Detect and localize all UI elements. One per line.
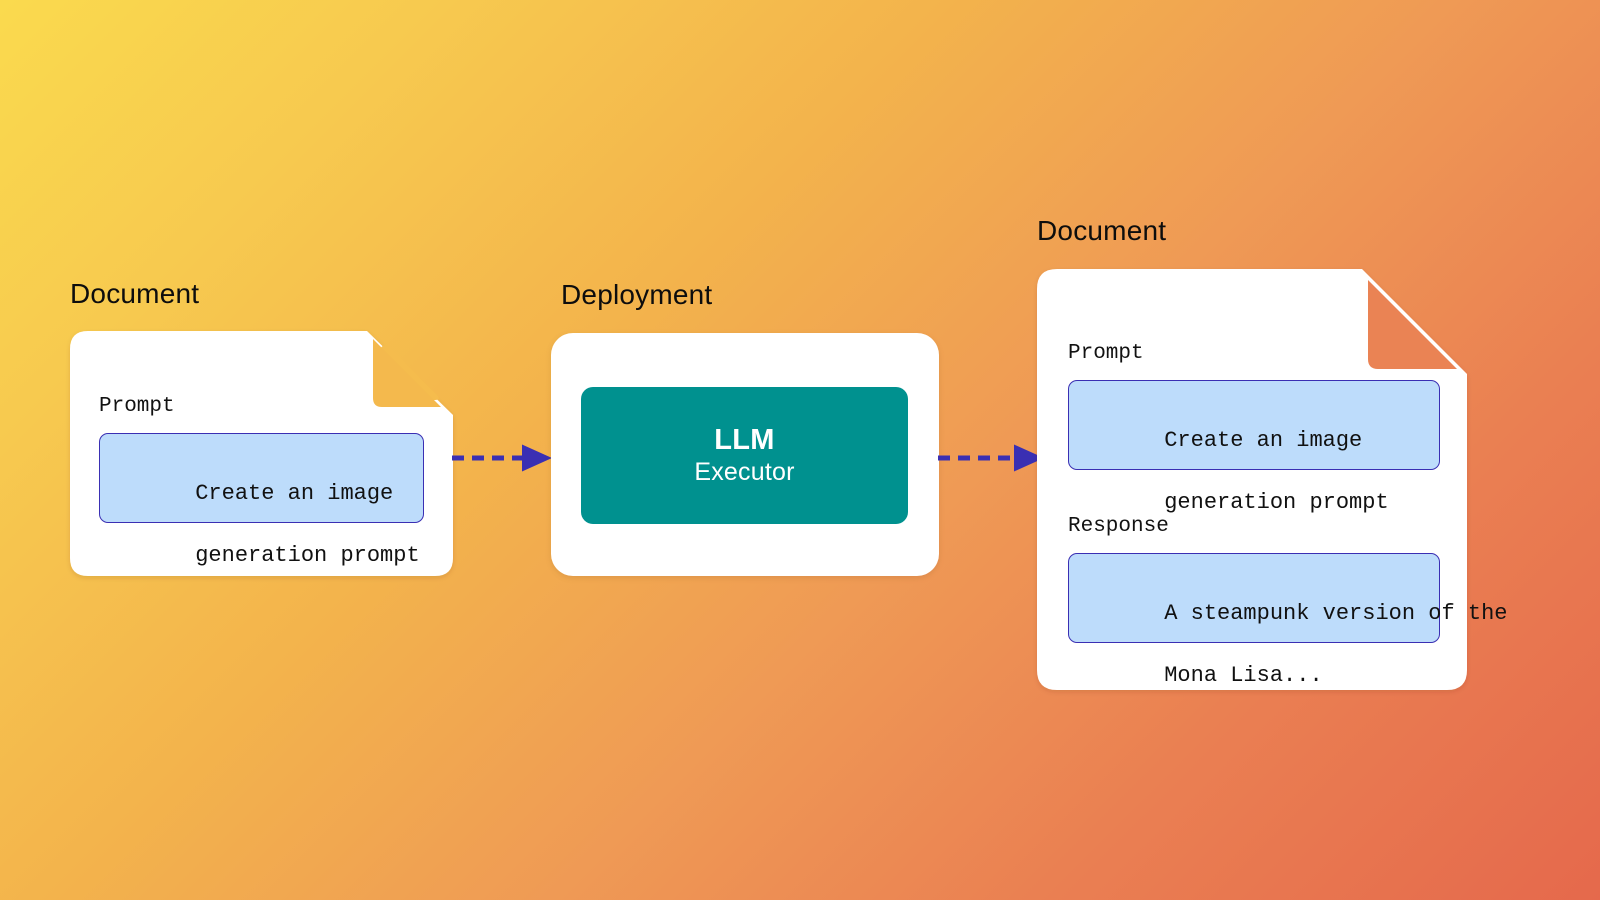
field-label-response-output: Response bbox=[1068, 515, 1169, 538]
group-label-input-document: Document bbox=[70, 278, 200, 309]
group-label-deployment: Deployment bbox=[561, 279, 713, 310]
chip-line: generation prompt bbox=[195, 543, 420, 568]
document-card-output[interactable]: Prompt Create an image generation prompt… bbox=[1037, 269, 1507, 690]
field-value-prompt-input[interactable]: Create an image generation prompt bbox=[99, 433, 424, 568]
document-card-input[interactable]: Prompt Create an image generation prompt bbox=[70, 331, 453, 576]
field-value-response-output[interactable]: A steampunk version of the Mona Lisa... bbox=[1068, 553, 1507, 688]
field-value-prompt-output[interactable]: Create an image generation prompt bbox=[1068, 380, 1440, 515]
group-label-output-document: Document bbox=[1037, 215, 1167, 246]
deployment-card[interactable]: LLM Executor bbox=[551, 333, 939, 576]
connector-input-to-deployment bbox=[452, 444, 552, 472]
node-subtitle: Executor bbox=[694, 458, 795, 486]
node-llm-executor[interactable]: LLM Executor bbox=[581, 387, 908, 524]
chip-line: Create an image bbox=[195, 481, 394, 506]
field-label-prompt-output: Prompt bbox=[1068, 342, 1144, 365]
chip-line: Mona Lisa... bbox=[1164, 663, 1323, 688]
chip-line: Create an image bbox=[1164, 428, 1363, 453]
chip-line: generation prompt bbox=[1164, 490, 1389, 515]
node-title: LLM bbox=[714, 424, 775, 456]
connector-deployment-to-output bbox=[938, 444, 1044, 472]
field-label-prompt-input: Prompt bbox=[99, 395, 175, 418]
chip-line: A steampunk version of the bbox=[1164, 601, 1508, 626]
